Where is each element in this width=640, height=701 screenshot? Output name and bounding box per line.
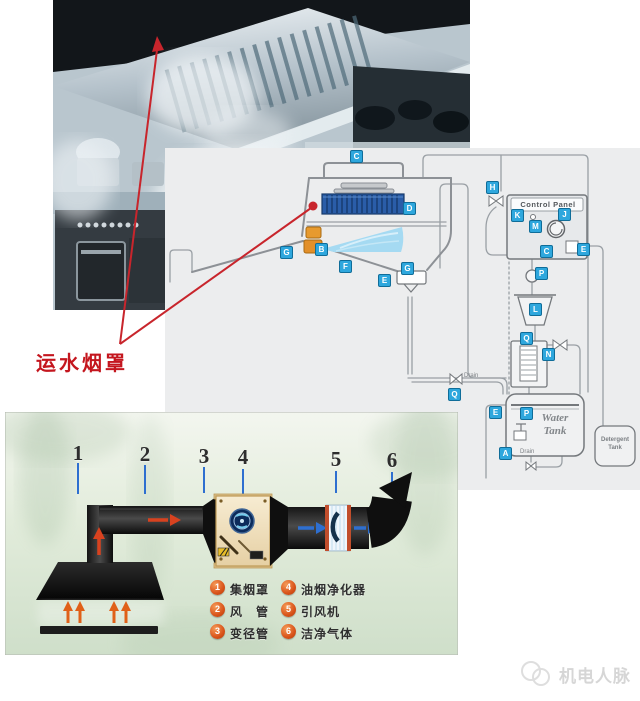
component-tag: E — [577, 243, 590, 256]
component-tag: K — [511, 209, 524, 222]
component-tag: J — [558, 208, 571, 221]
water-spray — [322, 227, 404, 252]
component-tag: A — [499, 447, 512, 460]
strainer-icon — [510, 340, 548, 388]
flow-arrow-right — [170, 514, 181, 526]
legend-item-label: 集烟罩 — [230, 583, 270, 597]
component-tag: E — [489, 406, 502, 419]
drain-label: Drain — [520, 449, 535, 455]
component-tag: M — [529, 220, 542, 233]
legend-number-badge: 4 — [281, 580, 296, 595]
watermark: 机电人脉 — [518, 657, 631, 691]
detergent-tank — [594, 425, 636, 467]
legend-number-badge: 2 — [210, 602, 225, 617]
step-number: 1 — [72, 441, 84, 465]
component-tag: C — [350, 150, 363, 163]
flow-arrow-up — [93, 527, 105, 539]
drain-valve-icon — [449, 372, 463, 386]
step-number: 6 — [386, 448, 398, 472]
legend-item-label: 洁净气体 — [301, 627, 354, 641]
detergent-tank-label-line: Detergent — [600, 437, 629, 443]
forest-background — [5, 412, 458, 655]
brand-logo-icon — [521, 661, 550, 686]
legend-item-label: 风 管 — [230, 605, 270, 619]
detergent-tank-label: Detergent Tank — [596, 437, 634, 452]
hood-annotation-label: 运水烟罩 — [36, 353, 128, 375]
component-tag: G — [280, 246, 293, 259]
collection-hood — [36, 562, 164, 600]
detergent-tank-label-line: Tank — [608, 444, 622, 451]
fume-arrows — [63, 601, 131, 623]
reducer-left — [203, 497, 216, 567]
water-tank-label-line: Tank — [543, 424, 567, 437]
control-panel-title: Control Panel — [520, 200, 576, 209]
number-pointer-lines — [77, 463, 393, 496]
flow-diagram — [5, 412, 458, 655]
hanging-pot — [355, 106, 395, 130]
component-tag: B — [315, 243, 328, 256]
pipework — [169, 154, 604, 479]
step-number: 3 — [198, 444, 210, 468]
component-tag: L — [529, 303, 542, 316]
component-tag: P — [520, 407, 533, 420]
cooktop — [40, 626, 158, 634]
drain-label: Drain — [464, 373, 479, 379]
legend-number-badge: 1 — [210, 580, 225, 595]
legend-number-badge: 6 — [281, 624, 296, 639]
component-tag: Q — [520, 332, 533, 345]
component-tag: D — [403, 202, 416, 215]
water-tank-label: Water Tank — [529, 412, 581, 437]
legend-item-label: 变径管 — [230, 627, 270, 641]
component-tag: C — [540, 245, 553, 258]
float-valve-icon — [513, 430, 527, 441]
component-tag: P — [535, 267, 548, 280]
legend-item-label: 引风机 — [301, 605, 341, 619]
drain-valve-icon — [525, 460, 537, 472]
inline-fan — [325, 504, 351, 552]
outlet-elbow — [364, 495, 412, 548]
watermark-text: 机电人脉 — [559, 666, 631, 686]
legend-item-label: 油烟净化器 — [301, 583, 367, 597]
valve-icon — [552, 339, 568, 351]
clean-air-arrow — [379, 472, 412, 508]
component-tag: G — [401, 262, 414, 275]
component-tag: E — [378, 274, 391, 287]
component-tag: Q — [448, 388, 461, 401]
filter-icon — [321, 182, 405, 215]
valve-icon — [488, 195, 504, 207]
step-number: 2 — [139, 442, 151, 466]
water-tank-label-line: Water — [541, 412, 569, 424]
legend-number-badge: 5 — [281, 602, 296, 617]
fume-purifier — [213, 493, 273, 569]
component-tag: N — [542, 348, 555, 361]
legend-number-badge: 3 — [210, 624, 225, 639]
reducer-right — [270, 496, 288, 566]
component-tag: H — [486, 181, 499, 194]
step-number: 4 — [237, 445, 249, 469]
step-number: 5 — [330, 447, 342, 471]
flow-arrow-right — [316, 522, 327, 534]
component-tag: F — [339, 260, 352, 273]
